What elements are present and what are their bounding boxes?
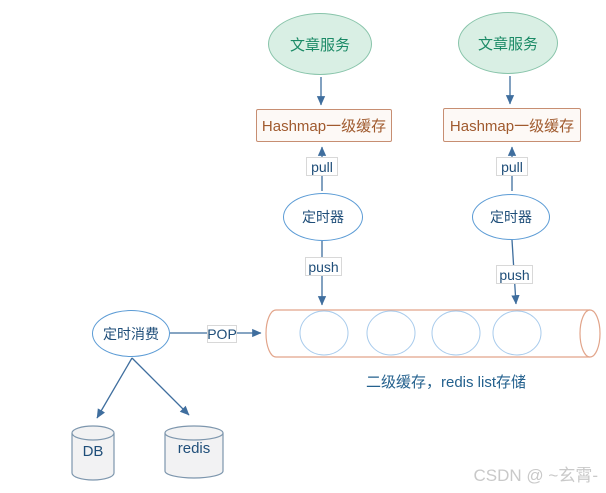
arrow-consumer-to-redis (131, 357, 190, 416)
timer-node-left: 定时器 (283, 193, 363, 241)
hashmap-cache-box-left: Hashmap一级缓存 (256, 109, 392, 142)
push-label-right: push (496, 265, 533, 284)
service-node-left: 文章服务 (268, 13, 372, 75)
arrow-consumer-to-db (96, 357, 133, 419)
redis-cylinder (164, 433, 224, 479)
queue-item-circle (492, 310, 542, 356)
queue-cylinder-cap (579, 309, 601, 358)
db-label: DB (82, 443, 104, 460)
service-node-right: 文章服务 (458, 12, 558, 74)
pull-label-left: pull (306, 157, 338, 176)
pop-label: POP (207, 325, 237, 343)
queue-item-circle (299, 310, 349, 356)
consumer-node: 定时消费 (92, 310, 170, 357)
redis-label: redis (177, 440, 211, 457)
timer-node-right: 定时器 (472, 194, 550, 240)
queue-item-circle (431, 310, 481, 356)
hashmap-cache-box-right: Hashmap一级缓存 (443, 108, 581, 142)
push-label-left: push (305, 257, 342, 276)
csdn-watermark: CSDN @ ~玄霄- (473, 466, 598, 485)
db-cylinder-top (71, 425, 115, 441)
redis-cylinder-top (164, 425, 224, 441)
db-cylinder (71, 433, 115, 481)
queue-caption: 二级缓存，redis list存储 (366, 374, 527, 391)
queue-item-circle (366, 310, 416, 356)
pull-label-right: pull (496, 157, 528, 176)
